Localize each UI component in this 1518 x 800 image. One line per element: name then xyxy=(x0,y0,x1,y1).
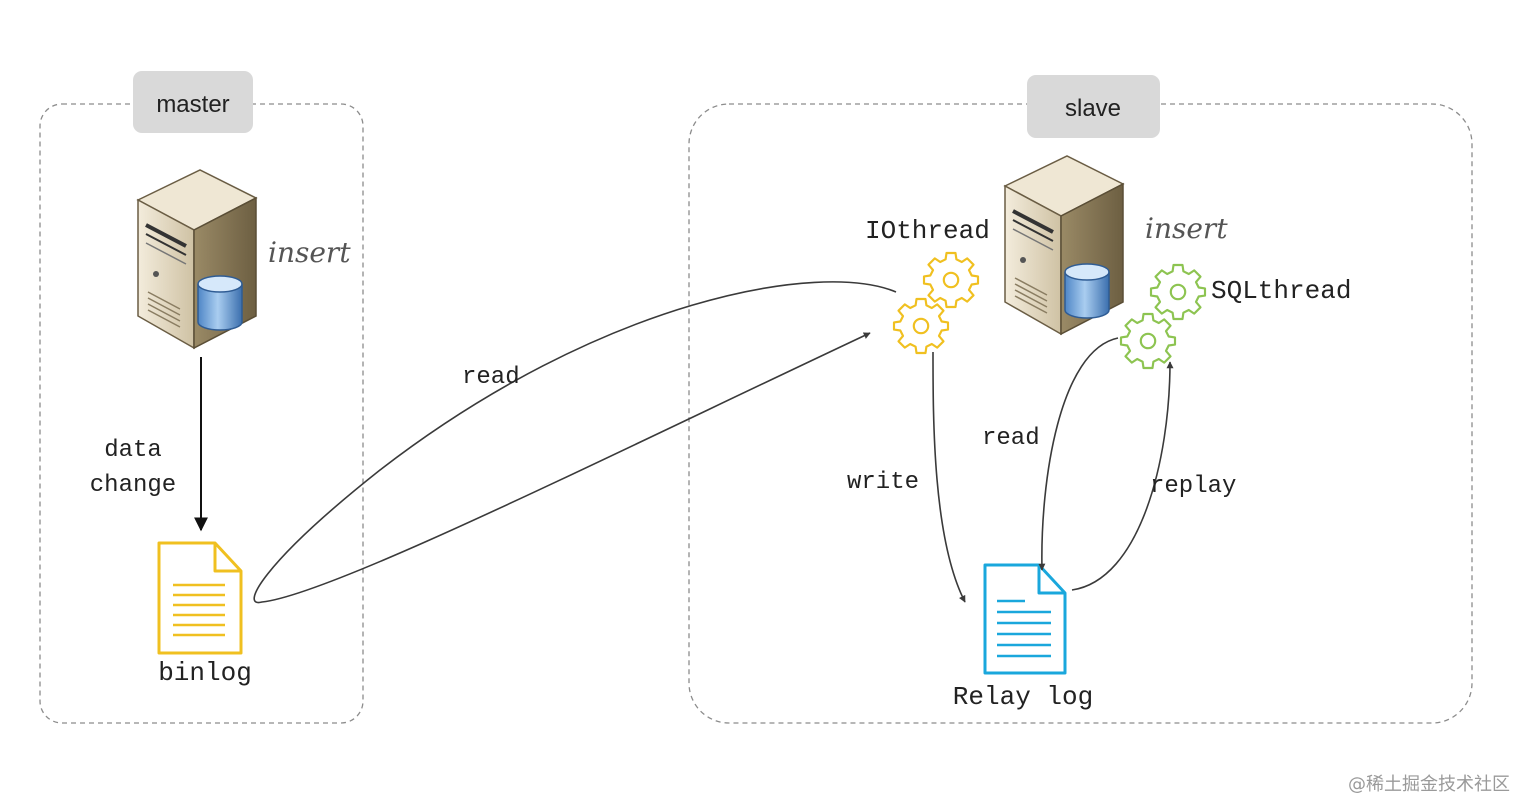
relay-log-label: Relay log xyxy=(953,682,1093,712)
write-arrow xyxy=(932,351,966,603)
slave-insert-label: insert xyxy=(1145,212,1228,245)
data-change-label-line1: data xyxy=(104,437,162,464)
binlog-label: binlog xyxy=(158,658,252,688)
write-label: write xyxy=(847,469,919,496)
slave-database-icon xyxy=(1064,263,1110,319)
master-panel: master insert data change binlog xyxy=(39,71,364,724)
watermark: @稀土掘金技术社区 xyxy=(1348,774,1510,795)
binlog-file-icon xyxy=(157,541,243,655)
sql-thread-gear-icon xyxy=(1119,263,1207,370)
replay-arrow xyxy=(1071,361,1174,591)
relay-log-file-icon xyxy=(983,563,1067,675)
io-thread-gear-icon xyxy=(892,251,980,355)
sql-read-label: read xyxy=(982,425,1040,452)
io-thread-label: IOthread xyxy=(865,216,990,246)
slave-title: slave xyxy=(1065,95,1121,122)
master-insert-label: insert xyxy=(268,236,351,269)
master-title: master xyxy=(156,91,229,118)
io-read-label: read xyxy=(462,364,520,391)
sql-thread-label: SQLthread xyxy=(1211,276,1351,306)
slave-badge xyxy=(1027,75,1160,138)
slave-panel: slave insert IOthread SQLthread Relay lo… xyxy=(688,75,1473,724)
replay-label: replay xyxy=(1150,473,1236,500)
master-badge xyxy=(133,71,253,133)
sql-read-arrow xyxy=(1038,337,1119,571)
data-change-label-line2: change xyxy=(90,472,176,499)
database-icon xyxy=(197,275,243,331)
io-read-arrow xyxy=(253,281,897,604)
